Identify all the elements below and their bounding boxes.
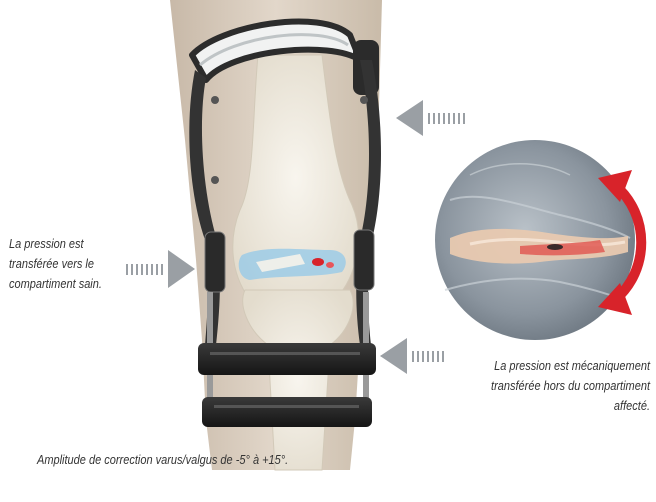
pressure-arrow-top-icon (396, 100, 465, 136)
hinge-right (354, 230, 374, 290)
left-caption-line-2: transférée vers le (9, 254, 141, 274)
brace-strap-upper (198, 343, 376, 375)
left-caption-line-1: La pression est (9, 234, 141, 254)
hinge-left (205, 232, 225, 292)
right-caption: La pression est mécaniquement transférée… (448, 356, 650, 416)
right-caption-line-2: transférée hors du compartiment (448, 376, 650, 396)
brace-strap-lower (202, 397, 372, 427)
left-caption-line-3: compartiment sain. (9, 274, 141, 294)
left-caption: La pression est transférée vers le compa… (9, 234, 141, 294)
cartilage-zoom-circle (435, 140, 635, 340)
pressure-arrow-right-icon (380, 338, 444, 374)
bottom-caption: Amplitude de correction varus/valgus de … (37, 450, 288, 470)
pressure-spot (312, 258, 324, 266)
right-caption-line-3: affecté. (448, 396, 650, 416)
right-caption-line-1: La pression est mécaniquement (448, 356, 650, 376)
